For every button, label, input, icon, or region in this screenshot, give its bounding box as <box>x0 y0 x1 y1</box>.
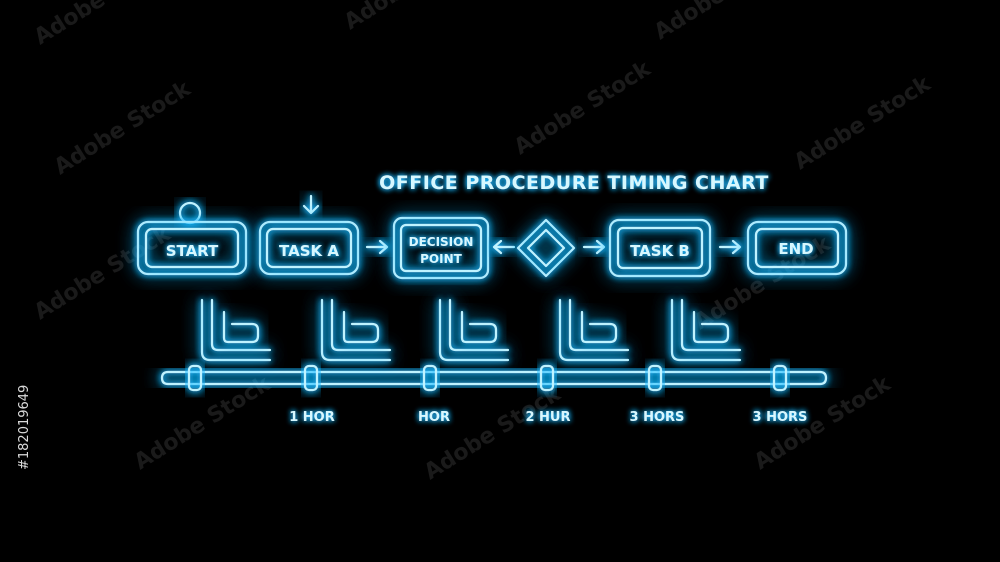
watermark-text: Adobe Stock <box>30 0 176 50</box>
watermark-text: Adobe Stock <box>690 231 836 335</box>
timeline-tick <box>187 298 203 392</box>
time-label: HOR <box>418 410 450 425</box>
timeline-tick <box>539 298 555 392</box>
watermark-text: Adobe Stock <box>420 381 566 485</box>
timeline-tick <box>303 298 319 392</box>
right-arrow-icon <box>365 239 389 255</box>
timeline-bar <box>160 370 828 386</box>
start-label: START <box>166 242 219 260</box>
timeline-tick <box>772 298 788 392</box>
decision-label-line2: POINT <box>420 252 463 266</box>
chair-icon <box>320 298 392 362</box>
end-label: END <box>778 240 813 258</box>
diamond-icon <box>516 218 576 278</box>
task-a-node: TASK A <box>258 194 360 276</box>
time-label: 3 HORS <box>753 410 808 425</box>
left-arrow-icon <box>492 239 516 255</box>
watermark-text: Adobe Stock <box>510 56 656 160</box>
right-arrow-icon <box>718 239 742 255</box>
decision-label-line1: DECISION <box>409 235 474 249</box>
watermark-text: Adobe Stock <box>790 71 936 175</box>
chair-icon <box>200 298 272 362</box>
timeline-ticks-group <box>187 298 788 392</box>
decision-point-node: DECISION POINT <box>392 216 490 280</box>
time-label: 3 HORS <box>630 410 685 425</box>
timeline-tick <box>422 298 438 392</box>
task-b-node: TASK B <box>608 218 712 278</box>
stock-id-label: #182019649 <box>17 385 32 470</box>
watermark-text: Adobe Stock <box>650 0 796 45</box>
task-b-label: TASK B <box>630 242 690 260</box>
chair-icon <box>438 298 510 362</box>
watermark-text: Adobe Stock <box>340 0 486 35</box>
start-node: START <box>136 201 248 276</box>
down-arrow-icon <box>302 194 320 215</box>
watermark-text: Adobe Stock <box>50 76 196 180</box>
timeline-tick <box>647 298 663 392</box>
watermark-text: Adobe Stock <box>130 371 276 475</box>
chair-icon <box>670 298 742 362</box>
task-a-label: TASK A <box>279 242 339 260</box>
end-node: END <box>746 220 848 276</box>
chair-icons-group <box>200 298 742 362</box>
time-labels-group: 1 HOR HOR 2 HUR 3 HORS 3 HORS <box>289 410 807 425</box>
right-arrow-icon <box>582 239 606 255</box>
time-label: 1 HOR <box>289 410 335 425</box>
chair-icon <box>558 298 630 362</box>
diagram-title: OFFICE PROCEDURE TIMING CHART <box>379 172 769 194</box>
time-label: 2 HUR <box>525 410 570 425</box>
